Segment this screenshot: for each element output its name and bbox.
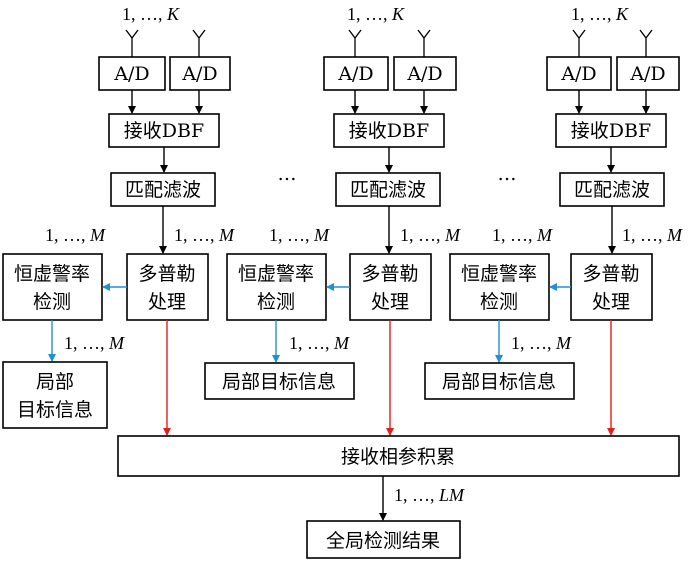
local-target-label: 局部目标信息 — [442, 371, 556, 393]
antenna-icon — [125, 29, 139, 57]
ad-converter-label: A/D — [560, 63, 596, 85]
matched-filter-label: 匹配滤波 — [574, 179, 650, 201]
antenna-range-label: 1, …, K — [122, 4, 180, 24]
ad-converter-label: A/D — [629, 63, 665, 85]
local-target-box — [204, 362, 355, 400]
cfar-box — [449, 253, 550, 321]
matched-filter-label: 匹配滤波 — [350, 179, 426, 201]
antenna-icon — [348, 29, 362, 57]
cfar-label: 恒虚警率 — [14, 263, 90, 285]
local-target-label: 局部目标信息 — [222, 371, 336, 393]
matched-filter-box — [335, 172, 441, 207]
cfar-label: 检测 — [480, 291, 518, 313]
local-target-label: 目标信息 — [17, 399, 93, 421]
ad-converter-label: A/D — [181, 63, 217, 85]
doppler-label: 处理 — [148, 291, 186, 313]
global-result-box — [306, 520, 461, 559]
global-result-label: 全局检测结果 — [326, 530, 440, 552]
cfar-label: 检测 — [257, 291, 295, 313]
ad-converter-box — [323, 56, 389, 91]
range-label: 1, …, M — [45, 225, 106, 245]
ellipsis: … — [498, 163, 517, 185]
doppler-label: 多普勒 — [138, 263, 195, 285]
cfar-label: 恒虚警率 — [461, 263, 537, 285]
ad-converter-box — [98, 56, 166, 91]
cfar-box — [226, 253, 327, 321]
doppler-box — [349, 253, 432, 321]
coherent-accumulation-box — [117, 435, 680, 477]
ad-converter-box — [393, 56, 457, 91]
ad-converter-label: A/D — [113, 63, 149, 85]
dbf-box — [555, 113, 667, 148]
local-target-box — [424, 362, 575, 400]
matched-filter-label: 匹配滤波 — [125, 179, 201, 201]
cfar-label: 检测 — [33, 291, 71, 313]
channel-3: 1, …, K A/D A/D 接收DBF 匹配滤波 1, …, M 恒虚警率 … — [424, 4, 683, 436]
antenna-icon — [639, 29, 653, 57]
antenna-icon — [192, 29, 206, 57]
doppler-label: 处理 — [592, 291, 630, 313]
ellipsis: … — [278, 163, 297, 185]
cfar-label: 恒虚警率 — [238, 263, 314, 285]
range-label: 1, …, M — [622, 225, 683, 245]
dbf-label: 接收DBF — [571, 120, 651, 142]
ad-converter-box — [546, 56, 612, 91]
ad-converter-box — [169, 56, 231, 91]
local-target-box — [2, 361, 108, 429]
ad-converter-box — [616, 56, 680, 91]
range-label: 1, …, M — [174, 225, 235, 245]
range-label: 1, …, M — [64, 333, 125, 353]
range-label: 1, …, M — [289, 333, 350, 353]
channel-2: 1, …, K A/D A/D 接收DBF 匹配滤波 1, …, M 恒虚警率 … — [204, 4, 461, 436]
doppler-label: 处理 — [371, 291, 409, 313]
dbf-label: 接收DBF — [124, 120, 204, 142]
range-label: 1, …, M — [511, 333, 572, 353]
antenna-range-label: 1, …, K — [347, 4, 405, 24]
final-range-label: 1, …, LM — [394, 485, 465, 505]
dbf-box — [108, 113, 220, 148]
ad-converter-label: A/D — [406, 63, 442, 85]
channel-1: 1, …, K A/D A/D 接收DBF 匹配滤波 1, …, M 恒虚警率 … — [2, 4, 235, 436]
dbf-label: 接收DBF — [349, 120, 429, 142]
doppler-label: 多普勒 — [361, 263, 418, 285]
coherent-accumulation-label: 接收相参积累 — [341, 446, 455, 468]
local-target-label: 局部 — [36, 371, 74, 393]
antenna-icon — [572, 29, 586, 57]
range-label: 1, …, M — [400, 225, 461, 245]
antenna-icon — [417, 29, 431, 57]
range-label: 1, …, M — [269, 225, 330, 245]
antenna-range-label: 1, …, K — [571, 4, 629, 24]
doppler-label: 多普勒 — [582, 263, 639, 285]
range-label: 1, …, M — [492, 225, 553, 245]
ad-converter-label: A/D — [337, 63, 373, 85]
